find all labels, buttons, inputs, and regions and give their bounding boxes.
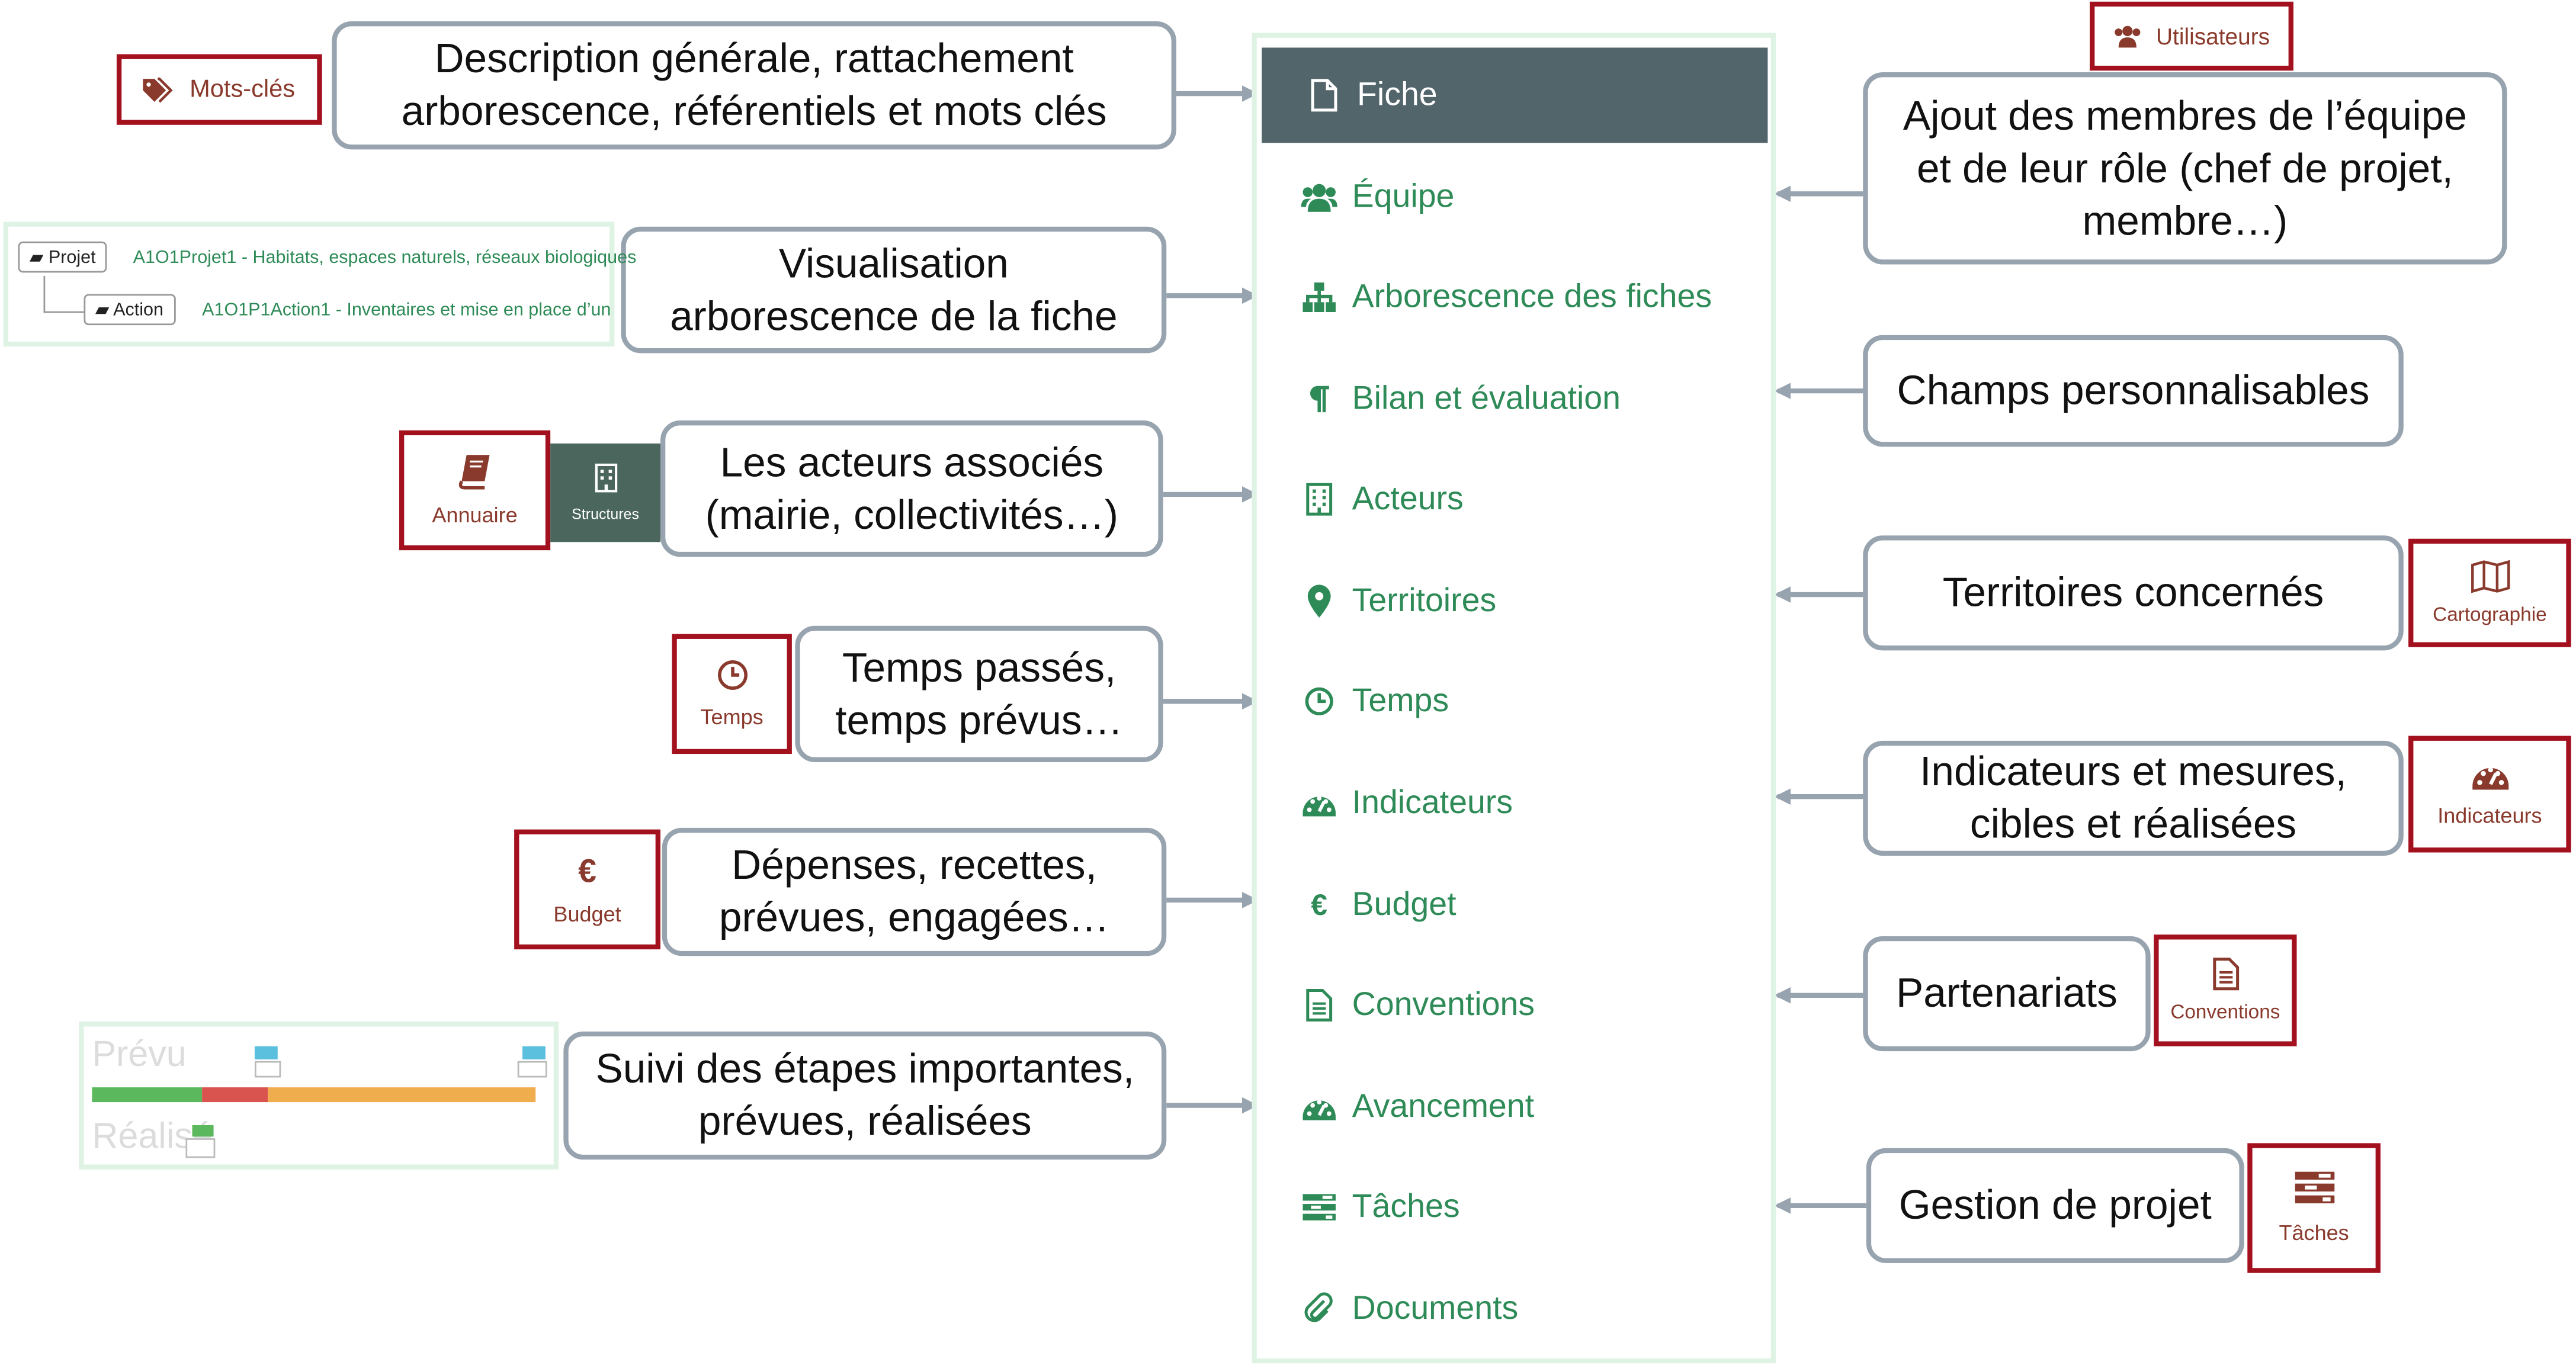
callout-bilan: Champs personnalisables: [1863, 335, 2404, 447]
sitemap-icon: [1303, 281, 1336, 313]
menu-item-label: Équipe: [1352, 178, 1455, 214]
tree-action-chip[interactable]: ▰ Action: [84, 294, 175, 326]
menu-item-equipe[interactable]: Équipe: [1257, 149, 1771, 245]
tasks-icon: [2294, 1171, 2334, 1203]
tasks-icon: [1303, 1191, 1336, 1223]
tree-preview: ▰ Projet A1O1Projet1 - Habitats, espaces…: [3, 221, 636, 347]
menu-item-fiche[interactable]: Fiche: [1262, 47, 1768, 143]
milestone-marker: [522, 1046, 546, 1059]
menu-item-label: Indicateurs: [1352, 784, 1513, 821]
tree-action-link[interactable]: A1O1P1Action1 - Inventaires et mise en p…: [202, 300, 611, 320]
badge-indicateurs[interactable]: Indicateurs: [2408, 736, 2571, 853]
badge-annuaire[interactable]: Annuaire: [399, 430, 551, 551]
map-marker-icon: [1303, 584, 1335, 618]
clock-icon: [717, 660, 747, 690]
menu-item-documents[interactable]: Documents: [1257, 1261, 1771, 1357]
milestones-preview: Prévu Réalisé: [79, 1022, 559, 1170]
menu-item-label: Fiche: [1356, 76, 1438, 113]
callout-temps: Temps passés, temps prévus…: [795, 625, 1163, 762]
users-icon: [2115, 25, 2141, 48]
menu-item-indicateurs[interactable]: Indicateurs: [1257, 756, 1771, 851]
callout-territoires: Territoires concernés: [1863, 535, 2404, 651]
menu-item-territoires[interactable]: Territoires: [1257, 554, 1771, 649]
fiche-menu: Fiche Équipe Arborescence des fiches Bil…: [1252, 33, 1776, 1364]
map-icon: [2470, 560, 2510, 593]
milestone-card: [254, 1061, 281, 1078]
menu-item-bilan[interactable]: Bilan et évaluation: [1257, 352, 1771, 447]
menu-item-taches[interactable]: Tâches: [1257, 1160, 1771, 1255]
building-icon: [594, 463, 617, 493]
menu-item-label: Territoires: [1352, 582, 1497, 619]
menu-item-avancement[interactable]: Avancement: [1257, 1059, 1771, 1155]
menu-item-label: Arborescence des fiches: [1352, 278, 1712, 315]
users-icon: [1301, 181, 1337, 213]
menu-item-budget[interactable]: € Budget: [1257, 857, 1771, 953]
milestone-card: [185, 1138, 216, 1158]
menu-item-label: Avancement: [1352, 1088, 1535, 1125]
menu-item-label: Budget: [1352, 886, 1457, 923]
dashboard-icon: [1303, 787, 1336, 820]
badge-budget[interactable]: € Budget: [514, 829, 660, 950]
menu-item-arborescence[interactable]: Arborescence des fiches: [1257, 250, 1771, 345]
building-icon: [1303, 483, 1335, 516]
file-text-icon: [2212, 958, 2238, 991]
paperclip-icon: [1303, 1292, 1335, 1325]
callout-indicateurs: Indicateurs et mesures, cibles et réalis…: [1863, 740, 2404, 856]
menu-item-temps[interactable]: Temps: [1257, 654, 1771, 749]
folder-open-icon: ▰: [95, 300, 110, 320]
callout-fiche: Description générale, rattachement arbor…: [332, 21, 1176, 150]
badge-mots-cles[interactable]: Mots-clés: [116, 54, 322, 125]
callout-budget: Dépenses, recettes, prévues, engagées…: [662, 827, 1167, 956]
tree-projet-link[interactable]: A1O1Projet1 - Habitats, espaces naturels…: [133, 248, 637, 268]
gantt-bar-green: [92, 1087, 203, 1103]
euro-icon: €: [1311, 888, 1328, 921]
structures-button[interactable]: Structures: [550, 443, 660, 542]
callout-equipe: Ajout des membres de l’équipe et de leur…: [1863, 72, 2507, 265]
menu-item-label: Acteurs: [1352, 480, 1464, 517]
badge-taches[interactable]: Tâches: [2247, 1143, 2381, 1273]
folder-open-icon: ▰: [29, 248, 44, 268]
gantt-bar-orange: [268, 1087, 536, 1103]
dashboard-icon: [2471, 767, 2508, 790]
callout-conventions: Partenariats: [1863, 936, 2151, 1052]
euro-icon: €: [578, 853, 596, 889]
badge-temps[interactable]: Temps: [672, 634, 792, 754]
menu-item-label: Tâches: [1352, 1188, 1460, 1225]
menu-item-label: Temps: [1352, 682, 1449, 719]
callout-acteurs: Les acteurs associés (mairie, collectivi…: [660, 420, 1163, 557]
milestone-marker: [254, 1046, 278, 1059]
gantt-bar-red: [202, 1087, 268, 1103]
menu-item-conventions[interactable]: Conventions: [1257, 958, 1771, 1053]
file-text-icon: [1303, 988, 1335, 1022]
prevu-label: Prévu: [92, 1033, 187, 1074]
dashboard-icon: [1303, 1091, 1336, 1123]
callout-taches: Gestion de projet: [1866, 1148, 2244, 1263]
tags-icon: [143, 76, 174, 102]
tree-connector: [43, 275, 88, 313]
callout-arborescence: Visualisation arborescence de la fiche: [621, 226, 1167, 354]
badge-cartographie[interactable]: Cartographie: [2408, 538, 2571, 647]
menu-item-acteurs[interactable]: Acteurs: [1257, 452, 1771, 547]
book-icon: [458, 455, 490, 490]
clock-icon: [1303, 685, 1335, 718]
milestone-marker: [192, 1125, 214, 1137]
badge-conventions[interactable]: Conventions: [2154, 934, 2297, 1046]
menu-item-label: Documents: [1352, 1290, 1519, 1327]
tree-projet-chip[interactable]: ▰ Projet: [18, 241, 108, 273]
file-icon: [1308, 79, 1340, 112]
badge-utilisateurs[interactable]: Utilisateurs: [2090, 1, 2293, 71]
callout-avancement: Suivi des étapes importantes, prévues, r…: [563, 1031, 1167, 1160]
menu-item-label: Conventions: [1352, 986, 1535, 1023]
paragraph-icon: [1303, 383, 1335, 415]
milestone-card: [517, 1061, 547, 1078]
menu-item-label: Bilan et évaluation: [1352, 380, 1621, 417]
